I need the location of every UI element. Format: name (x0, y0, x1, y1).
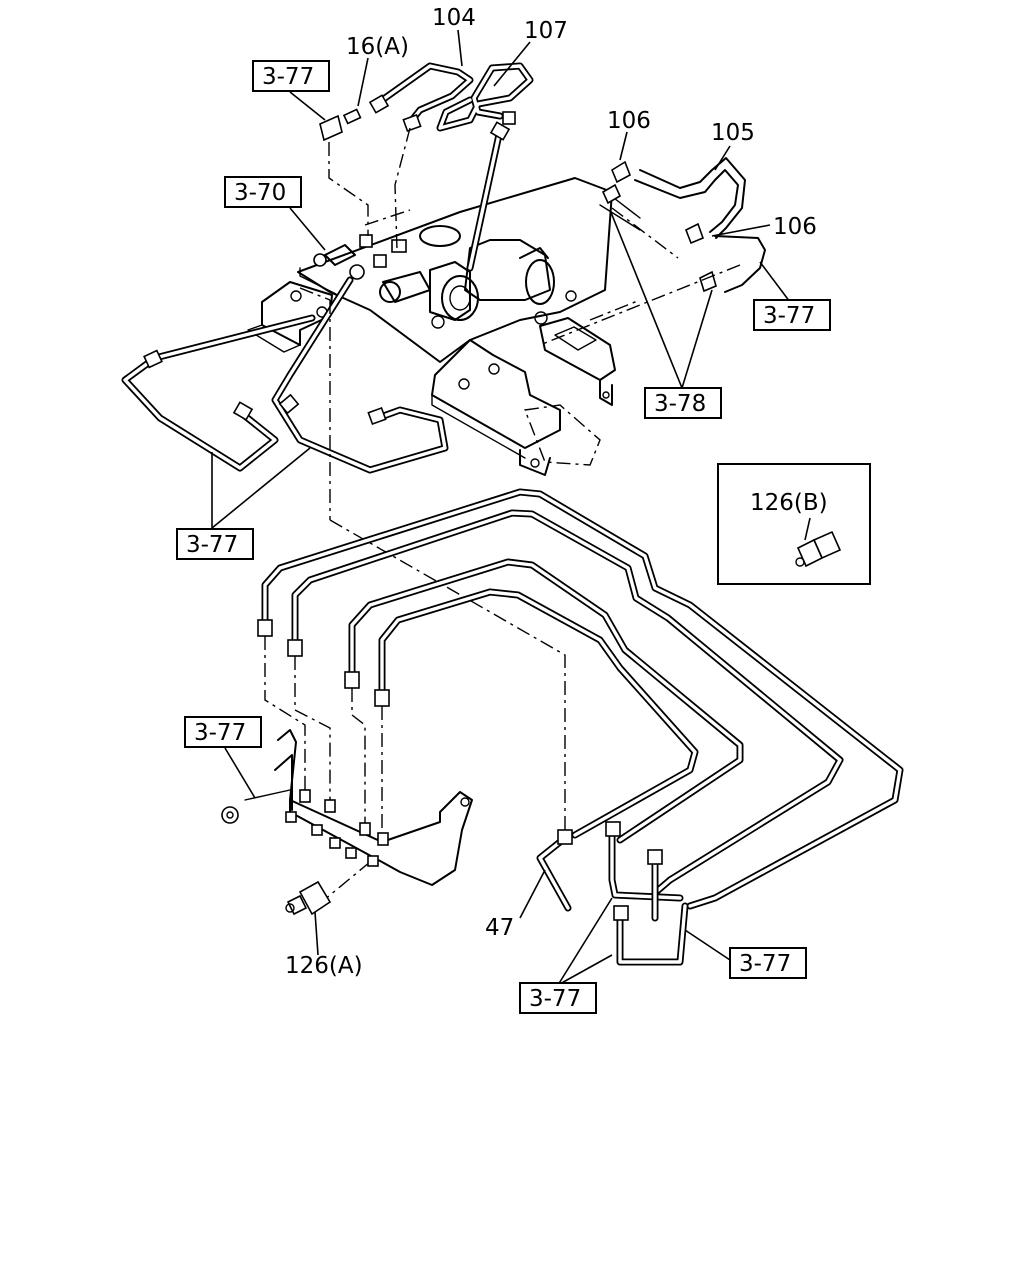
hose-105 (599, 157, 766, 293)
leader-lines (211, 29, 811, 986)
long-pipe-bundle (257, 488, 904, 966)
ref-box-3-77-bottom[interactable]: 3-77 (519, 982, 597, 1014)
label-105: 105 (711, 120, 755, 146)
part-number-labels: 104 107 16(A) 106 105 106 126(B) 47 126(… (285, 5, 828, 979)
ref-text: 3-77 (186, 532, 238, 558)
label-106-lower: 106 (773, 214, 817, 240)
lower-dashed-lines (264, 636, 383, 906)
ref-text: 3-77 (262, 64, 314, 90)
label-47: 47 (485, 915, 514, 941)
ref-box-3-77-lower-right[interactable]: 3-77 (729, 947, 807, 979)
left-pipes (121, 276, 449, 474)
upper-dashed-lines (299, 127, 741, 835)
ref-box-3-77-left[interactable]: 3-77 (176, 528, 254, 560)
ref-box-3-70[interactable]: 3-70 (224, 176, 302, 208)
ref-box-3-77-top[interactable]: 3-77 (252, 60, 330, 92)
reference-boxes: 3-77 3-70 3-77 3-78 3-77 3-77 3-77 3-77 (176, 60, 831, 1014)
ref-text: 3-77 (763, 303, 815, 329)
label-16a: 16(A) (346, 34, 409, 60)
label-104: 104 (432, 5, 476, 31)
label-126b: 126(B) (750, 490, 828, 516)
manifold-block (221, 729, 473, 886)
ref-text: 3-77 (194, 720, 246, 746)
valve-motor-assembly (313, 234, 577, 329)
ref-box-3-77-manifold[interactable]: 3-77 (184, 716, 262, 748)
ref-box-3-77-right[interactable]: 3-77 (753, 299, 831, 331)
pipes-104-107 (319, 62, 534, 272)
fitting-126a (285, 880, 332, 916)
label-107: 107 (524, 18, 568, 44)
ref-text: 3-77 (739, 951, 791, 977)
ref-box-3-78[interactable]: 3-78 (644, 387, 722, 419)
inset-126b (717, 463, 871, 585)
ref-text: 3-77 (529, 986, 581, 1012)
label-126a: 126(A) (285, 953, 363, 979)
label-106-upper: 106 (607, 108, 651, 134)
ref-text: 3-78 (654, 391, 706, 417)
ref-text: 3-70 (234, 180, 286, 206)
